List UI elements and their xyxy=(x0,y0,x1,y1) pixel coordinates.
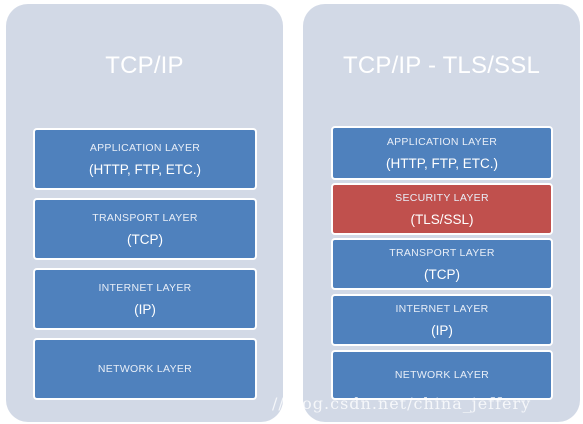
layer-protocol: (TCP) xyxy=(127,231,163,247)
layer-protocol: (HTTP, FTP, ETC.) xyxy=(88,161,201,177)
layer-name: INTERNET LAYER xyxy=(98,281,192,294)
transport-layer-box: TRANSPORT LAYER (TCP) xyxy=(331,238,553,290)
security-layer-box: SECURITY LAYER (TLS/SSL) xyxy=(331,183,553,235)
layer-name: APPLICATION LAYER xyxy=(89,141,201,154)
application-layer-box: APPLICATION LAYER (HTTP, FTP, ETC.) xyxy=(33,128,257,190)
layer-name: SECURITY LAYER xyxy=(395,191,489,204)
tcp-ip-panel: TCP/IP APPLICATION LAYER (HTTP, FTP, ETC… xyxy=(6,4,283,422)
layer-name: APPLICATION LAYER xyxy=(386,135,498,148)
layer-protocol: (TLS/SSL) xyxy=(410,211,474,227)
network-layer-box: NETWORK LAYER xyxy=(331,350,553,400)
watermark-text: //blog.csdn.net/china_jeffery xyxy=(272,394,532,413)
panel-title: TCP/IP xyxy=(105,52,184,79)
tcp-ip-tls-ssl-panel: TCP/IP - TLS/SSL APPLICATION LAYER (HTTP… xyxy=(303,4,580,422)
layer-name: NETWORK LAYER xyxy=(97,363,193,375)
layer-protocol: (TCP) xyxy=(424,266,460,282)
application-layer-box: APPLICATION LAYER (HTTP, FTP, ETC.) xyxy=(331,126,553,180)
layer-protocol: (IP) xyxy=(431,322,453,338)
internet-layer-box: INTERNET LAYER (IP) xyxy=(331,294,553,346)
internet-layer-box: INTERNET LAYER (IP) xyxy=(33,268,257,330)
layer-name: INTERNET LAYER xyxy=(395,302,489,315)
layer-protocol: (HTTP, FTP, ETC.) xyxy=(385,155,498,171)
layer-name: TRANSPORT LAYER xyxy=(389,246,495,259)
transport-layer-box: TRANSPORT LAYER (TCP) xyxy=(33,198,257,260)
panel-title: TCP/IP - TLS/SSL xyxy=(342,52,541,79)
layer-name: NETWORK LAYER xyxy=(394,369,490,381)
network-layer-box: NETWORK LAYER xyxy=(33,338,257,400)
layer-name: TRANSPORT LAYER xyxy=(92,211,198,224)
layer-protocol: (IP) xyxy=(134,301,156,317)
